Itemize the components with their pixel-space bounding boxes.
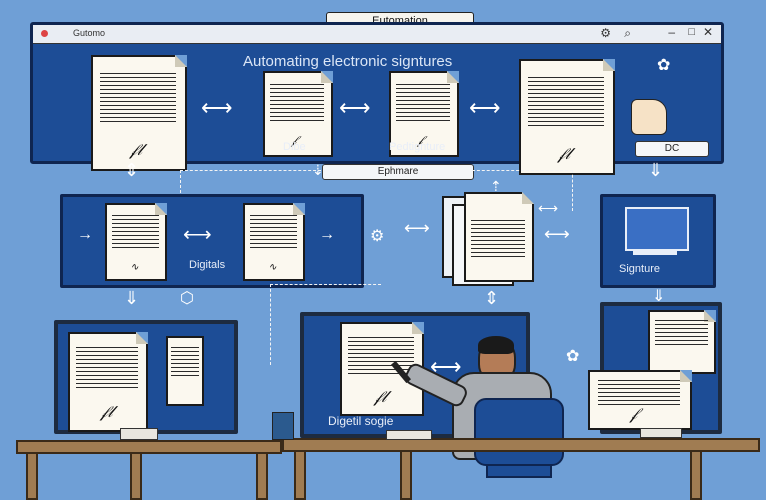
double-arrow-icon: ⟷ xyxy=(469,95,501,120)
arrow-up-icon: ⇡ xyxy=(490,178,502,194)
sync-icon: ⚙ xyxy=(370,228,385,245)
signature-panel: Signture xyxy=(600,194,716,288)
desk-leg xyxy=(256,452,268,500)
desk-leg xyxy=(130,452,142,500)
digitals-panel: → ∿ ⟷ ∿ → Digitals xyxy=(60,194,364,288)
office-chair xyxy=(474,398,564,466)
settings-icon[interactable]: ⚙ xyxy=(600,26,611,40)
gear-icon: ✿ xyxy=(657,57,671,74)
maximize-icon[interactable]: □ xyxy=(688,26,695,38)
document-large-icon: 𝒻𝓁 xyxy=(91,55,187,171)
top-window: Gutomo ⚙ ⌕ – □ ✕ Automating electronic s… xyxy=(30,22,724,175)
close-icon[interactable] xyxy=(41,30,48,37)
page-title: Automating electronic signtures xyxy=(243,53,453,70)
double-arrow-icon: ⟷ xyxy=(201,95,233,120)
document-icon: ∿ xyxy=(105,203,167,281)
desk-leg xyxy=(400,450,412,500)
double-arrow-icon: ⟷ xyxy=(183,224,212,246)
double-arrow-icon: ⟷ xyxy=(544,224,570,244)
monitor-stand xyxy=(120,428,158,440)
document-icon: 𝒻 xyxy=(263,71,333,157)
hand-pen-icon xyxy=(631,99,667,135)
document-signed-icon: 𝒻 xyxy=(588,370,692,430)
document-icon xyxy=(166,336,204,406)
double-arrow-icon: ⇕ xyxy=(484,288,500,308)
plant-icon xyxy=(272,412,294,440)
left-monitor: 𝒻𝓁 xyxy=(54,320,238,434)
label-dibe: Dibe xyxy=(283,141,306,153)
digetil-label: Digetil sogie xyxy=(328,414,394,428)
desk-leg xyxy=(294,450,306,500)
office-chair-base xyxy=(486,464,552,478)
double-arrow-icon: ⟷ xyxy=(538,200,559,216)
dc-button[interactable]: DC xyxy=(635,141,709,157)
desk-left xyxy=(16,440,282,454)
document-signed-icon: 𝒻𝓁 xyxy=(68,332,148,432)
double-arrow-icon: ⟷ xyxy=(339,95,371,120)
ephmare-tag[interactable]: Ephmare xyxy=(322,164,474,180)
computer-base-icon xyxy=(633,249,677,255)
minimize-icon[interactable]: – xyxy=(668,25,675,39)
arrow-down-icon: ⇕ xyxy=(124,160,140,180)
monitor-stand xyxy=(386,430,432,440)
signature-label: Signture xyxy=(619,263,660,275)
gear-icon: ✿ xyxy=(566,348,580,365)
document-signed-icon xyxy=(648,310,716,374)
connector-line xyxy=(472,170,573,211)
label-pedtignture: Pedtignture xyxy=(389,141,446,153)
desk-leg xyxy=(26,452,38,500)
digitals-label: Digitals xyxy=(189,259,226,271)
document-main-icon xyxy=(464,192,534,282)
close-x-icon[interactable]: ✕ xyxy=(702,25,713,39)
document-signed-icon: 𝒻𝓁 xyxy=(519,59,615,175)
arrow-down-icon: ⇓ xyxy=(652,288,666,305)
computer-icon xyxy=(625,207,689,251)
document-icon: 𝒻 xyxy=(389,71,459,157)
double-arrow-icon: ⟷ xyxy=(430,354,462,379)
document-icon: ∿ xyxy=(243,203,305,281)
arrow-right-icon: → xyxy=(319,226,335,243)
window-titlebar: Gutomo ⚙ ⌕ – □ ✕ xyxy=(33,25,721,44)
monitor-stand xyxy=(640,428,682,438)
connector-line xyxy=(180,170,321,193)
double-arrow-icon: ⟷ xyxy=(404,218,430,238)
desk-right xyxy=(282,438,760,452)
arrow-down-icon: ⇓ xyxy=(124,288,140,308)
search-icon[interactable]: ⌕ xyxy=(624,26,631,40)
window-title: Gutomo xyxy=(73,28,106,38)
arrow-right-icon: → xyxy=(77,226,93,243)
right-monitor: 𝒻 xyxy=(588,302,722,434)
network-icon: ⬡ xyxy=(180,290,194,307)
desk-leg xyxy=(690,450,702,500)
arrow-down-icon: ⇓ xyxy=(648,160,664,180)
connector-line xyxy=(270,284,381,365)
